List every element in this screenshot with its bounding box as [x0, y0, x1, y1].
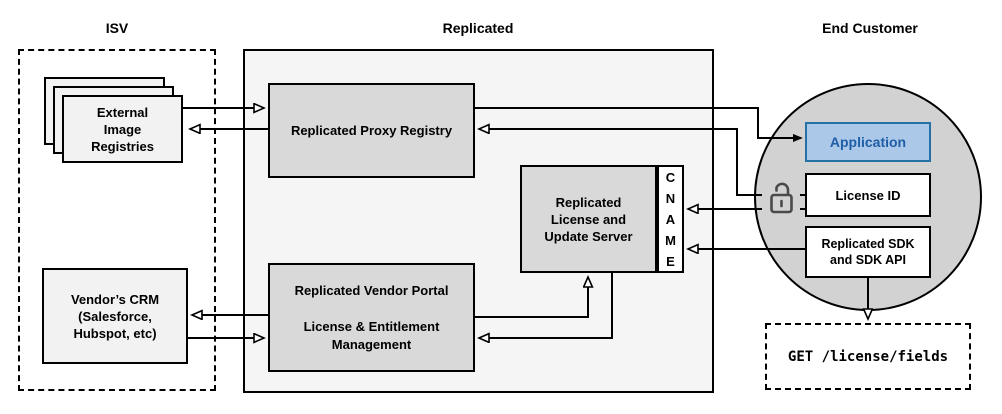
section-title-isv: ISV — [105, 20, 129, 36]
application-node: Application — [805, 122, 931, 162]
cname-strip: C N A M E — [657, 165, 684, 273]
section-title-replicated: Replicated — [442, 20, 514, 36]
replicated-license-update-server-node: Replicated License and Update Server — [520, 165, 657, 273]
vendors-crm-node: Vendor’s CRM (Salesforce, Hubspot, etc) — [42, 268, 188, 364]
external-image-registries-node: External Image Registries — [62, 95, 183, 163]
get-license-fields-node: GET /license/fields — [765, 323, 971, 390]
section-title-end-customer: End Customer — [822, 20, 918, 36]
replicated-vendor-portal-node: Replicated Vendor Portal License & Entit… — [268, 263, 475, 372]
license-id-node: License ID — [805, 173, 931, 217]
isv-container — [18, 49, 216, 391]
replicated-sdk-node: Replicated SDK and SDK API — [805, 226, 931, 278]
replicated-proxy-registry-node: Replicated Proxy Registry — [268, 83, 475, 178]
